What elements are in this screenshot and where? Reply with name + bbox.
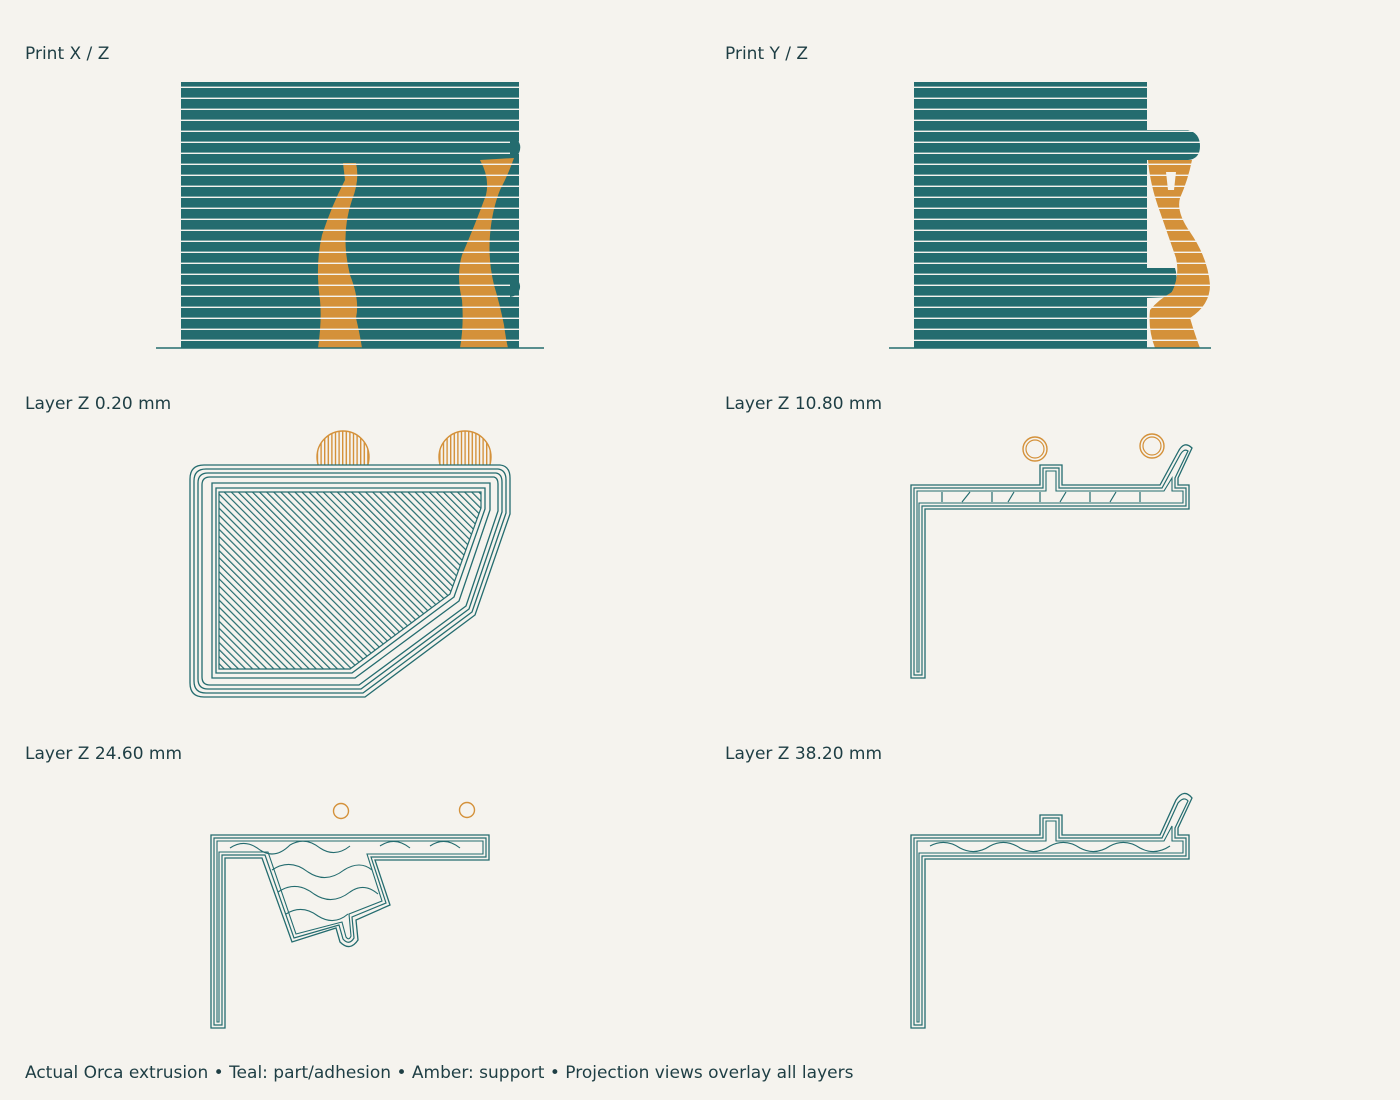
layer-0-20-view: [189, 430, 511, 698]
panel-title-layer-0-20: Layer Z 0.20 mm: [25, 394, 172, 414]
support-ring: [458, 801, 476, 819]
panel-title-layer-10-80: Layer Z 10.80 mm: [725, 394, 883, 414]
part-bulge: [510, 275, 521, 297]
support-ring: [1025, 439, 1045, 459]
overhang-bottom: [1147, 268, 1177, 298]
print-yz-view: [889, 82, 1211, 349]
gyroid-infill: [229, 840, 461, 855]
print-xz-view: [156, 82, 544, 349]
gyroid-infill: [929, 841, 1171, 853]
solid-infill: [218, 491, 482, 670]
layer-38-20-view: [910, 792, 1193, 1029]
part-projection: [914, 82, 1147, 348]
support-column: [459, 158, 514, 348]
inner-perimeter: [916, 820, 1184, 1023]
outer-perimeter: [211, 482, 491, 679]
panel-title-layer-24-60: Layer Z 24.60 mm: [25, 744, 183, 764]
part-bulge: [510, 137, 521, 160]
support-ring: [332, 802, 350, 820]
brim-outline: [201, 476, 499, 686]
panel-title-layer-38-20: Layer Z 38.20 mm: [725, 744, 883, 764]
inner-perimeter: [213, 837, 487, 1026]
support-ring: [1022, 436, 1048, 462]
support-gap: [1166, 172, 1176, 190]
brim-outline: [193, 468, 507, 694]
support-ring: [1139, 433, 1165, 459]
outer-perimeter: [910, 792, 1193, 1029]
inner-perimeter: [916, 470, 1184, 673]
layer-10-80-view: [910, 433, 1193, 679]
brim-outline: [197, 472, 503, 690]
support-ring: [1142, 436, 1162, 456]
sparse-infill: [941, 491, 1141, 503]
outer-perimeter: [210, 834, 490, 1029]
support-column: [1148, 160, 1210, 348]
gyroid-infill: [271, 863, 373, 879]
overhang-top: [1147, 130, 1200, 160]
panel-title-print-xz: Print X / Z: [25, 44, 110, 64]
inner-perimeter: [913, 798, 1189, 1026]
layer-24-60-view: [210, 801, 490, 1029]
gyroid-infill: [285, 908, 349, 922]
inner-perimeter: [913, 449, 1189, 676]
legend-footer: Actual Orca extrusion • Teal: part/adhes…: [25, 1063, 854, 1083]
inner-perimeter: [216, 840, 484, 1023]
inner-perimeter: [215, 487, 486, 674]
panel-title-print-yz: Print Y / Z: [725, 44, 809, 64]
support-column: [317, 163, 362, 348]
gyroid-infill: [277, 885, 379, 901]
outer-perimeter: [910, 444, 1193, 679]
